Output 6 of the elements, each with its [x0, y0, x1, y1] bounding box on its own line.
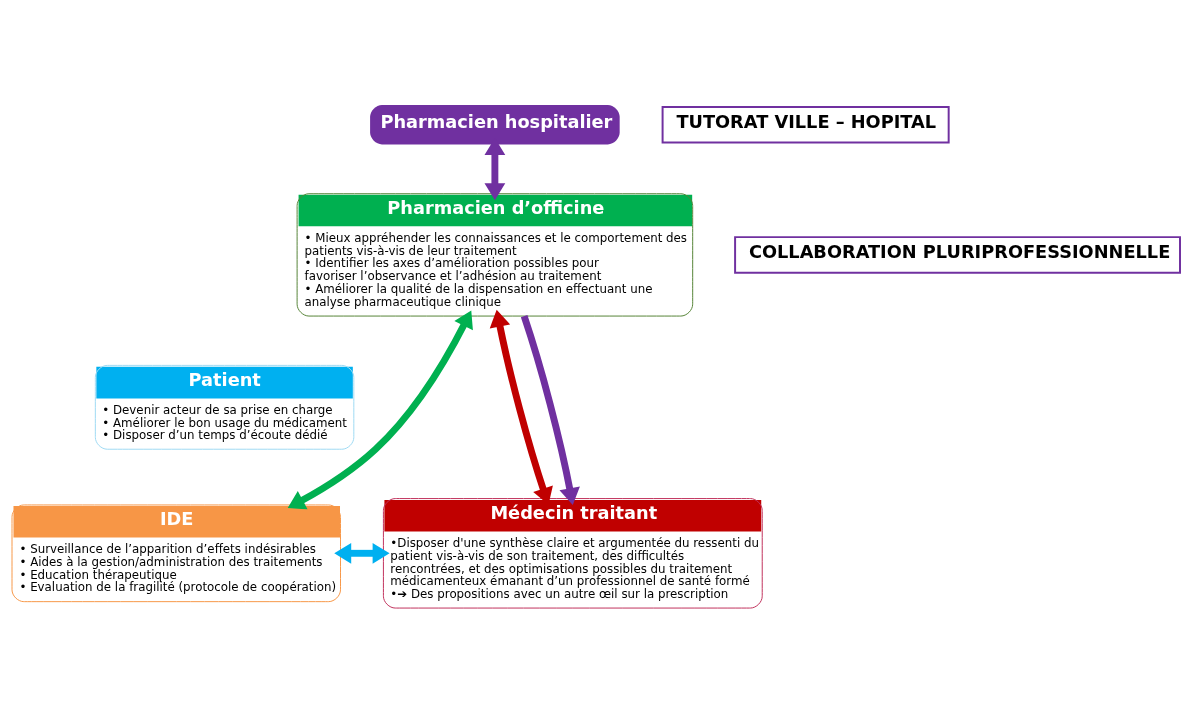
arrow — [334, 542, 390, 564]
node-box: TUTORAT VILLE – HOPITAL — [661, 105, 950, 143]
arrow — [287, 309, 473, 509]
node-box: COLLABORATION PLURIPROFESSIONNELLE — [734, 235, 1181, 274]
node-box: Pharmacien hospitalier — [370, 104, 620, 144]
arrow — [520, 314, 580, 505]
